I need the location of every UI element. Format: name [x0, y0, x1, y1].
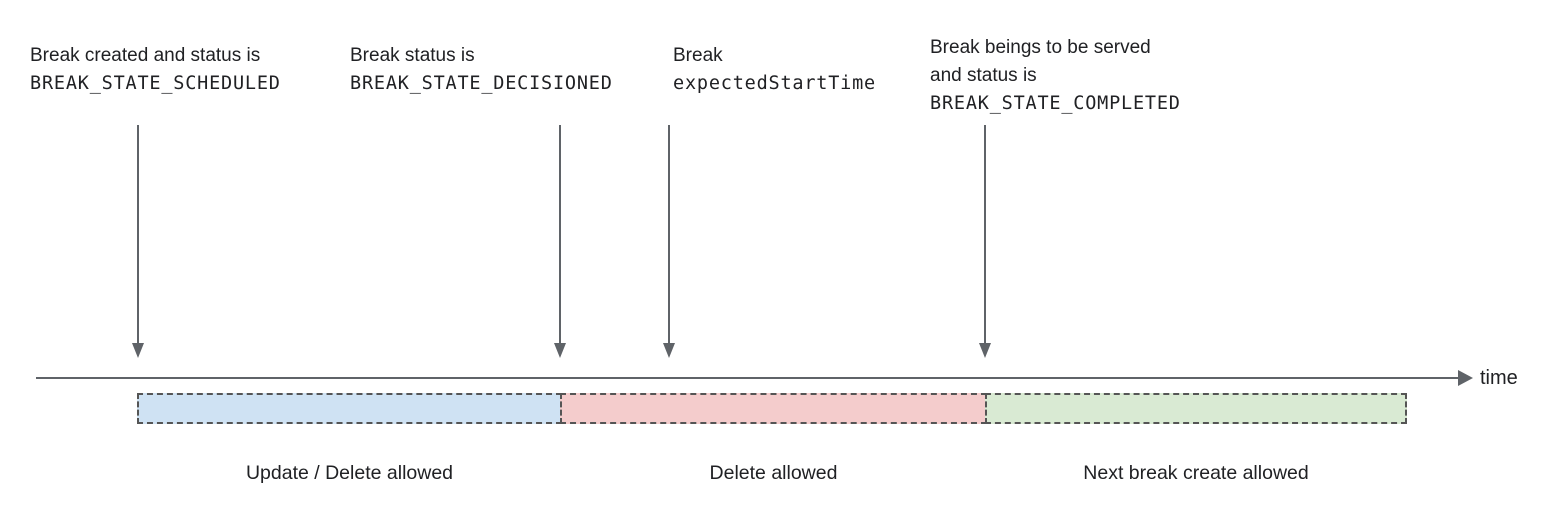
down-arrow-icon-expected-start [663, 125, 675, 358]
arrow-shaft [137, 125, 139, 345]
annotation-text: Break [673, 45, 723, 66]
annotation-text: Break created and status is [30, 45, 261, 66]
annotation-text: Break status is [350, 45, 475, 66]
arrow-shaft [668, 125, 670, 345]
arrow-head [132, 343, 144, 358]
annotation-break-scheduled: Break created and status is BREAK_STATE_… [30, 42, 281, 98]
arrow-shaft [559, 125, 561, 345]
arrow-head [979, 343, 991, 358]
annotation-code-text: BREAK_STATE_SCHEDULED [30, 73, 281, 94]
annotation-text: Break beings to be served [930, 37, 1151, 58]
arrow-head [554, 343, 566, 358]
segment-label-next-break-create-allowed: Next break create allowed [1083, 462, 1309, 484]
right-arrow-icon [1458, 370, 1473, 386]
annotation-break-completed: Break beings to be served and status is … [930, 34, 1181, 118]
segment-bar-delete-allowed [560, 393, 987, 424]
time-axis-line [36, 377, 1460, 379]
annotation-code-text: expectedStartTime [673, 73, 876, 94]
segment-bar-update-delete-allowed [137, 393, 562, 424]
time-axis-label: time [1480, 367, 1518, 389]
annotation-break-decisioned: Break status is BREAK_STATE_DECISIONED [350, 42, 613, 98]
annotation-expected-start-time: Break expectedStartTime [673, 42, 876, 98]
arrow-head [663, 343, 675, 358]
arrow-shaft [984, 125, 986, 345]
down-arrow-icon-decisioned [554, 125, 566, 358]
annotation-code-text: BREAK_STATE_DECISIONED [350, 73, 613, 94]
down-arrow-icon-scheduled [132, 125, 144, 358]
segment-bar-next-break-create-allowed [985, 393, 1407, 424]
segment-label-delete-allowed: Delete allowed [709, 462, 838, 484]
down-arrow-icon-completed [979, 125, 991, 358]
annotation-code-text: BREAK_STATE_COMPLETED [930, 93, 1181, 114]
annotation-text: and status is [930, 65, 1037, 86]
segment-label-update-delete-allowed: Update / Delete allowed [245, 462, 454, 484]
